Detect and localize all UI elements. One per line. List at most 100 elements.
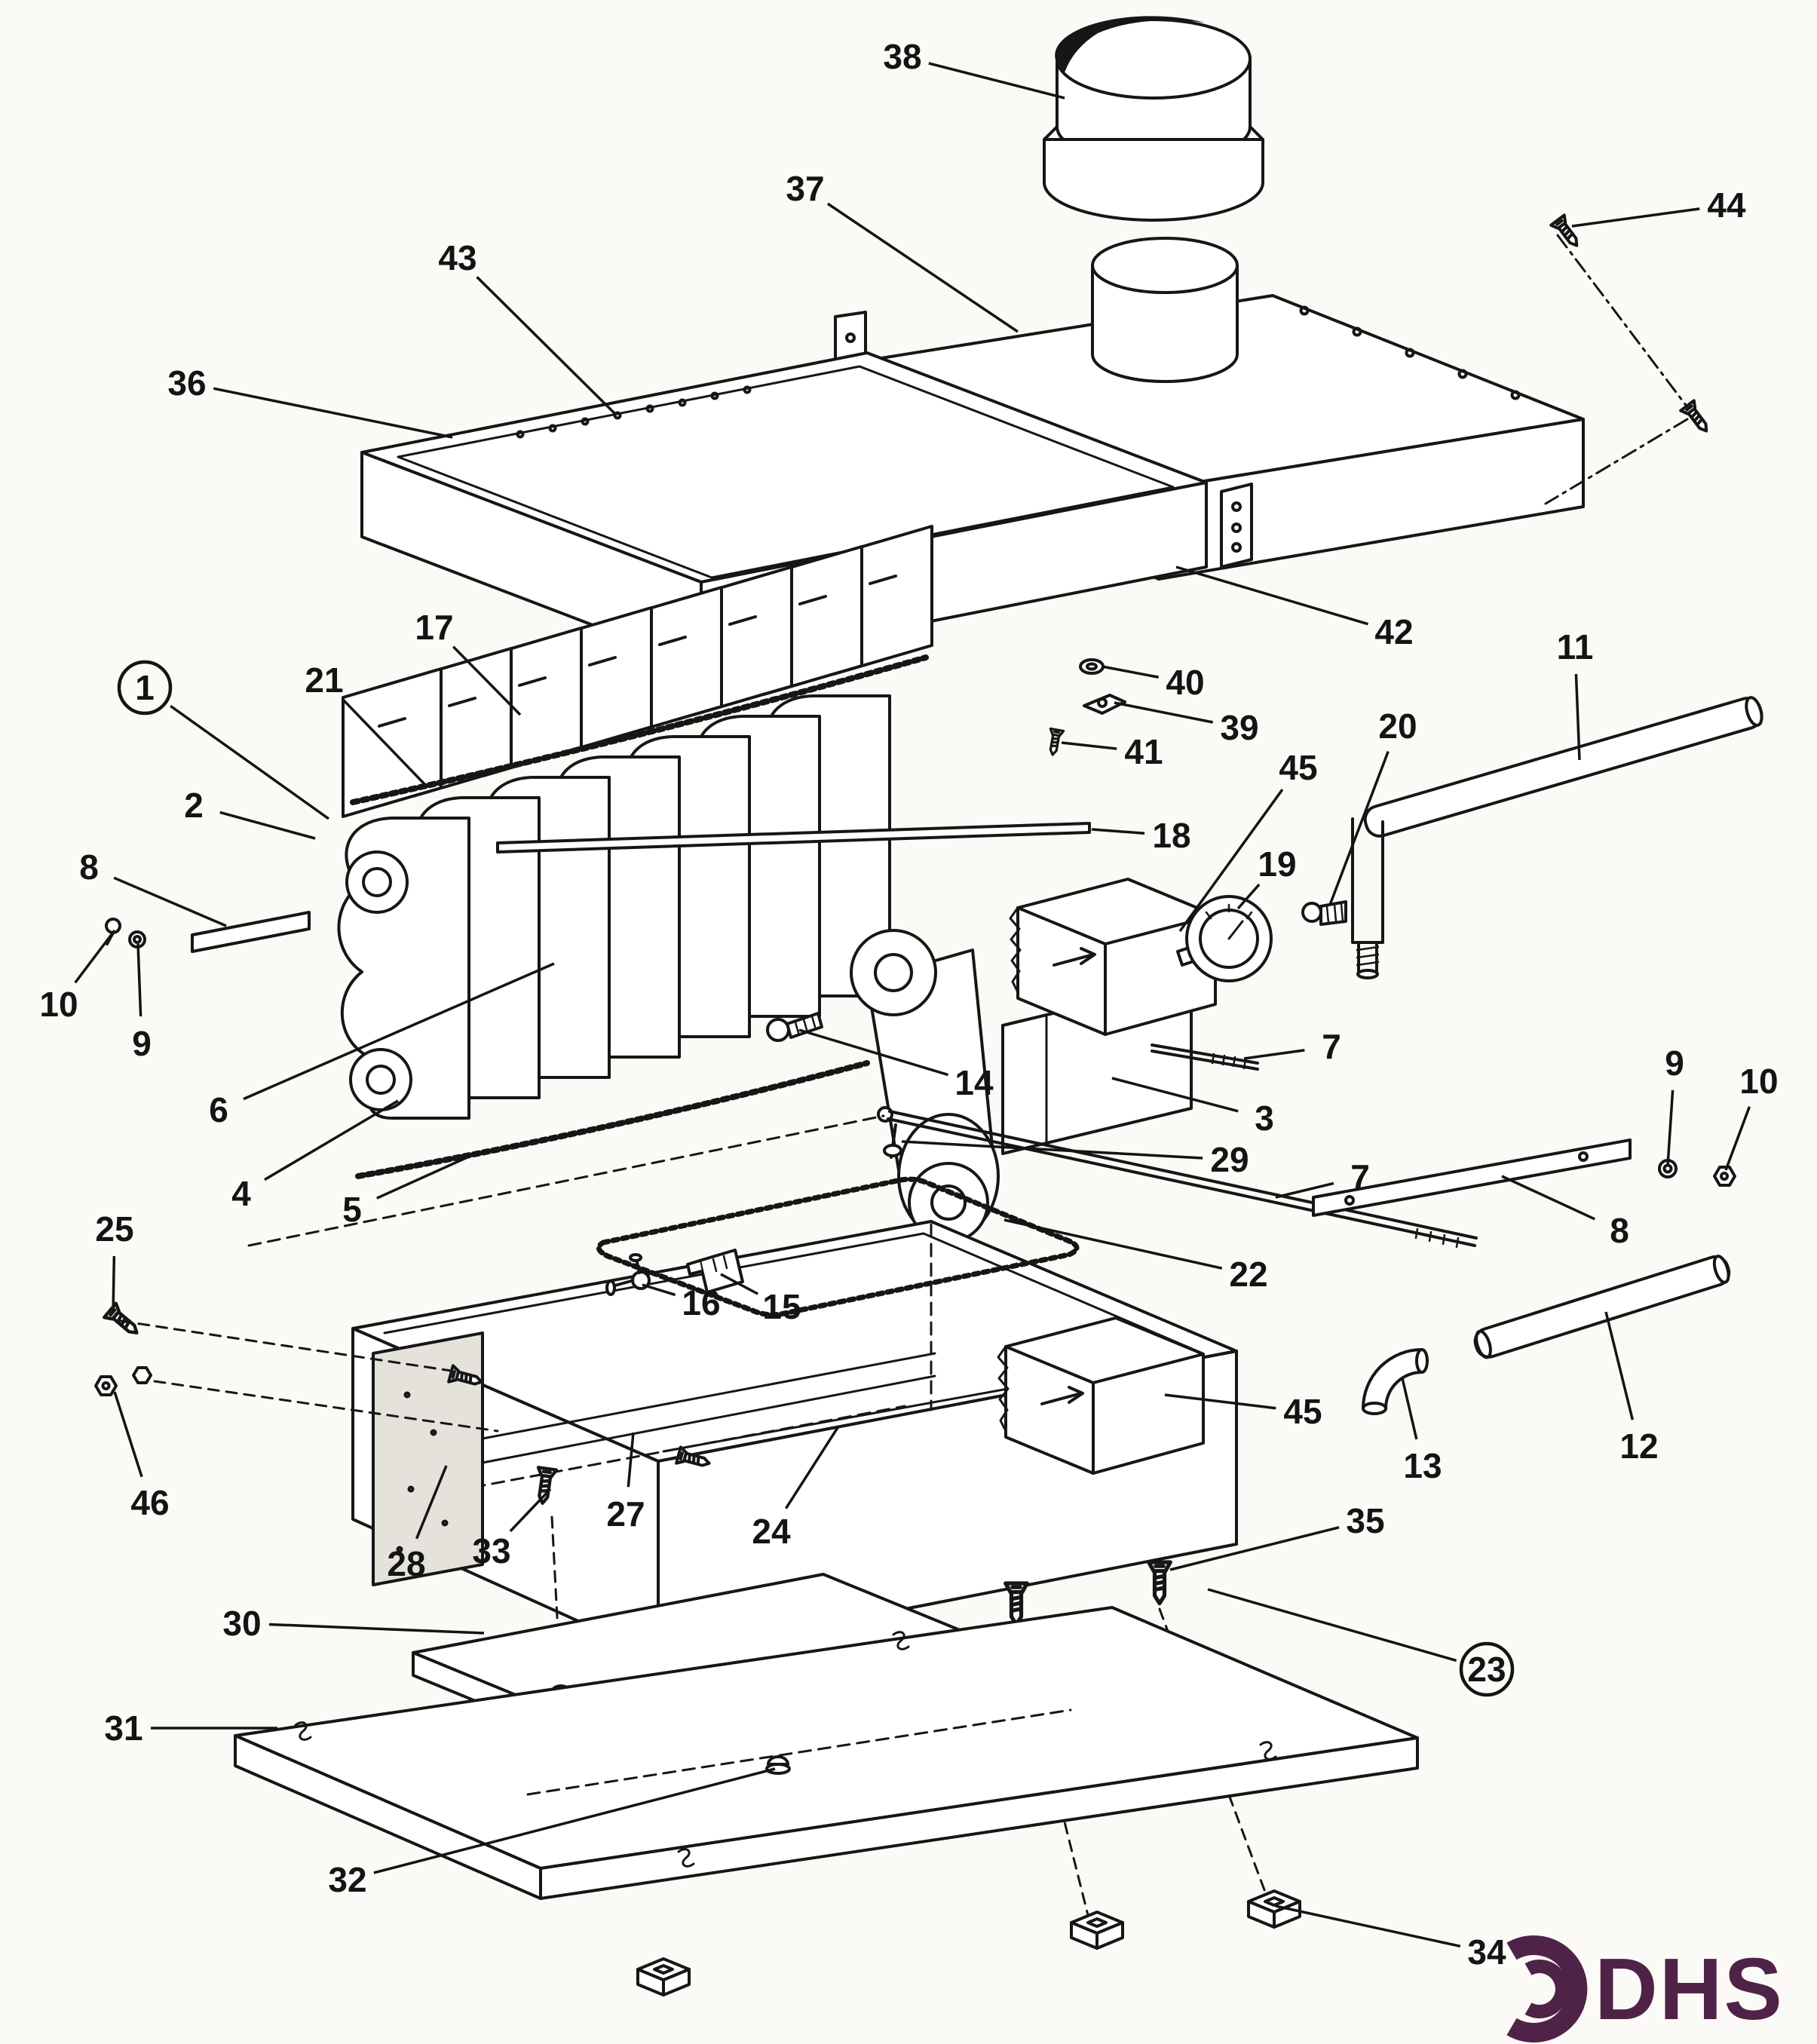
callout-number: 28	[387, 1544, 425, 1583]
callout-number: 3	[1255, 1099, 1274, 1138]
callout-number: 46	[130, 1483, 169, 1522]
callout-9: 9	[132, 943, 152, 1063]
callout-leader-line	[1604, 1311, 1635, 1420]
callout-number: 33	[472, 1531, 510, 1571]
callout-17: 17	[415, 608, 522, 716]
callout-leader-line	[1243, 1049, 1305, 1060]
callout-number: 35	[1346, 1501, 1384, 1540]
rope-seal-21	[350, 654, 929, 805]
part-heat-exchanger	[337, 525, 1193, 1243]
callout-leader-line	[74, 929, 116, 984]
callout-45: 45	[1164, 1392, 1322, 1431]
callout-number: 41	[1124, 732, 1163, 771]
callout-leader-line	[928, 62, 1065, 100]
callout-number: 8	[1610, 1211, 1629, 1250]
callout-30: 30	[222, 1604, 485, 1643]
callout-leader-line	[476, 276, 616, 415]
callout-number: 39	[1220, 708, 1258, 747]
callout-number: 10	[1739, 1062, 1778, 1101]
callout-number: 7	[1322, 1027, 1341, 1066]
callout-leader-line	[1401, 1377, 1418, 1440]
callout-leader-line	[373, 1767, 776, 1874]
callout-number: 16	[682, 1283, 720, 1322]
callout-number: 43	[438, 238, 476, 277]
callout-leader-line	[642, 1283, 676, 1297]
part-burner-fittings	[605, 1249, 744, 1296]
callout-14: 14	[798, 1028, 994, 1102]
callout-number: 25	[95, 1209, 133, 1249]
baffle-rod-18	[496, 822, 1091, 853]
callout-leader-line	[342, 698, 427, 787]
callout-leader-line	[112, 1255, 116, 1314]
callout-leader-line	[1169, 1526, 1340, 1571]
callout-leader-line	[1328, 751, 1390, 906]
callout-leader-line	[452, 645, 522, 716]
callout-number: 31	[104, 1708, 142, 1748]
callout-3: 3	[1111, 1077, 1274, 1138]
callout-number: 9	[1665, 1043, 1684, 1083]
callout-number: 29	[1210, 1140, 1249, 1179]
callout-leader-line	[627, 1432, 635, 1488]
callout-circle	[117, 660, 173, 716]
callout-leader-line	[901, 1140, 1203, 1160]
callout-number: 17	[415, 608, 453, 647]
callout-leader-line	[1724, 1106, 1751, 1171]
callout-36: 36	[167, 363, 453, 439]
callout-45: 45	[1178, 748, 1318, 933]
logo-text: DHS	[1595, 1940, 1784, 2038]
callout-leader-line	[113, 1391, 143, 1478]
callout-leader-line	[219, 811, 316, 840]
callout-number: 27	[606, 1494, 645, 1534]
callout-leader-line	[1102, 665, 1159, 679]
callout-46: 46	[113, 1391, 170, 1522]
dhs-logo: DHS	[1506, 1935, 1784, 2042]
callout-40: 40	[1102, 663, 1205, 702]
callout-18: 18	[1091, 816, 1191, 855]
callout-leader-line	[826, 202, 1019, 333]
callout-number: 19	[1258, 844, 1296, 884]
callout-number: 7	[1350, 1157, 1370, 1197]
callout-leader-line	[1207, 1588, 1457, 1662]
part-gauge	[1176, 895, 1273, 982]
callout-number: 18	[1152, 816, 1190, 855]
part-elbow-13	[1362, 1348, 1429, 1415]
callout-leader-line	[136, 943, 142, 1017]
callout-leader-line	[1091, 828, 1145, 835]
callout-43: 43	[438, 238, 616, 415]
callout-number: 12	[1619, 1427, 1658, 1466]
callout-leader-line	[1275, 1905, 1461, 1948]
callout-11: 11	[1557, 627, 1593, 761]
rope-seal-5	[355, 1060, 870, 1179]
callout-21: 21	[305, 660, 427, 787]
callout-leader-line	[1178, 789, 1284, 933]
callout-37: 37	[786, 169, 1019, 333]
callout-leader-line	[1666, 1089, 1675, 1166]
callout-5: 5	[342, 1155, 470, 1229]
callout-number: 9	[132, 1024, 152, 1063]
callout-number: 20	[1378, 706, 1417, 746]
callout-leader-line	[1114, 701, 1214, 724]
callout-13: 13	[1401, 1377, 1442, 1485]
callout-number: 36	[167, 363, 206, 403]
callout-8: 8	[1501, 1175, 1629, 1250]
part-fitting-20	[1301, 900, 1347, 926]
callout-number: 37	[786, 169, 824, 208]
callout-38: 38	[883, 37, 1065, 100]
callout-22: 22	[1003, 1218, 1268, 1294]
callout-23: 23	[1207, 1588, 1515, 1697]
callout-leader-line	[113, 876, 227, 927]
callout-number: 30	[222, 1604, 261, 1643]
callout-leader-line	[1574, 673, 1581, 761]
callout-number: 8	[79, 847, 99, 887]
callout-number: 10	[39, 985, 78, 1024]
callout-number: 23	[1467, 1650, 1506, 1689]
callout-leader-line	[1111, 1077, 1239, 1113]
callout-1: 1	[117, 660, 330, 820]
part-pipe-11	[1351, 696, 1763, 979]
callout-leader-line	[1164, 1393, 1276, 1410]
part-screws-44	[1544, 213, 1715, 505]
callout-10: 10	[39, 929, 116, 1024]
callout-16: 16	[642, 1283, 721, 1322]
callout-7: 7	[1243, 1027, 1341, 1066]
